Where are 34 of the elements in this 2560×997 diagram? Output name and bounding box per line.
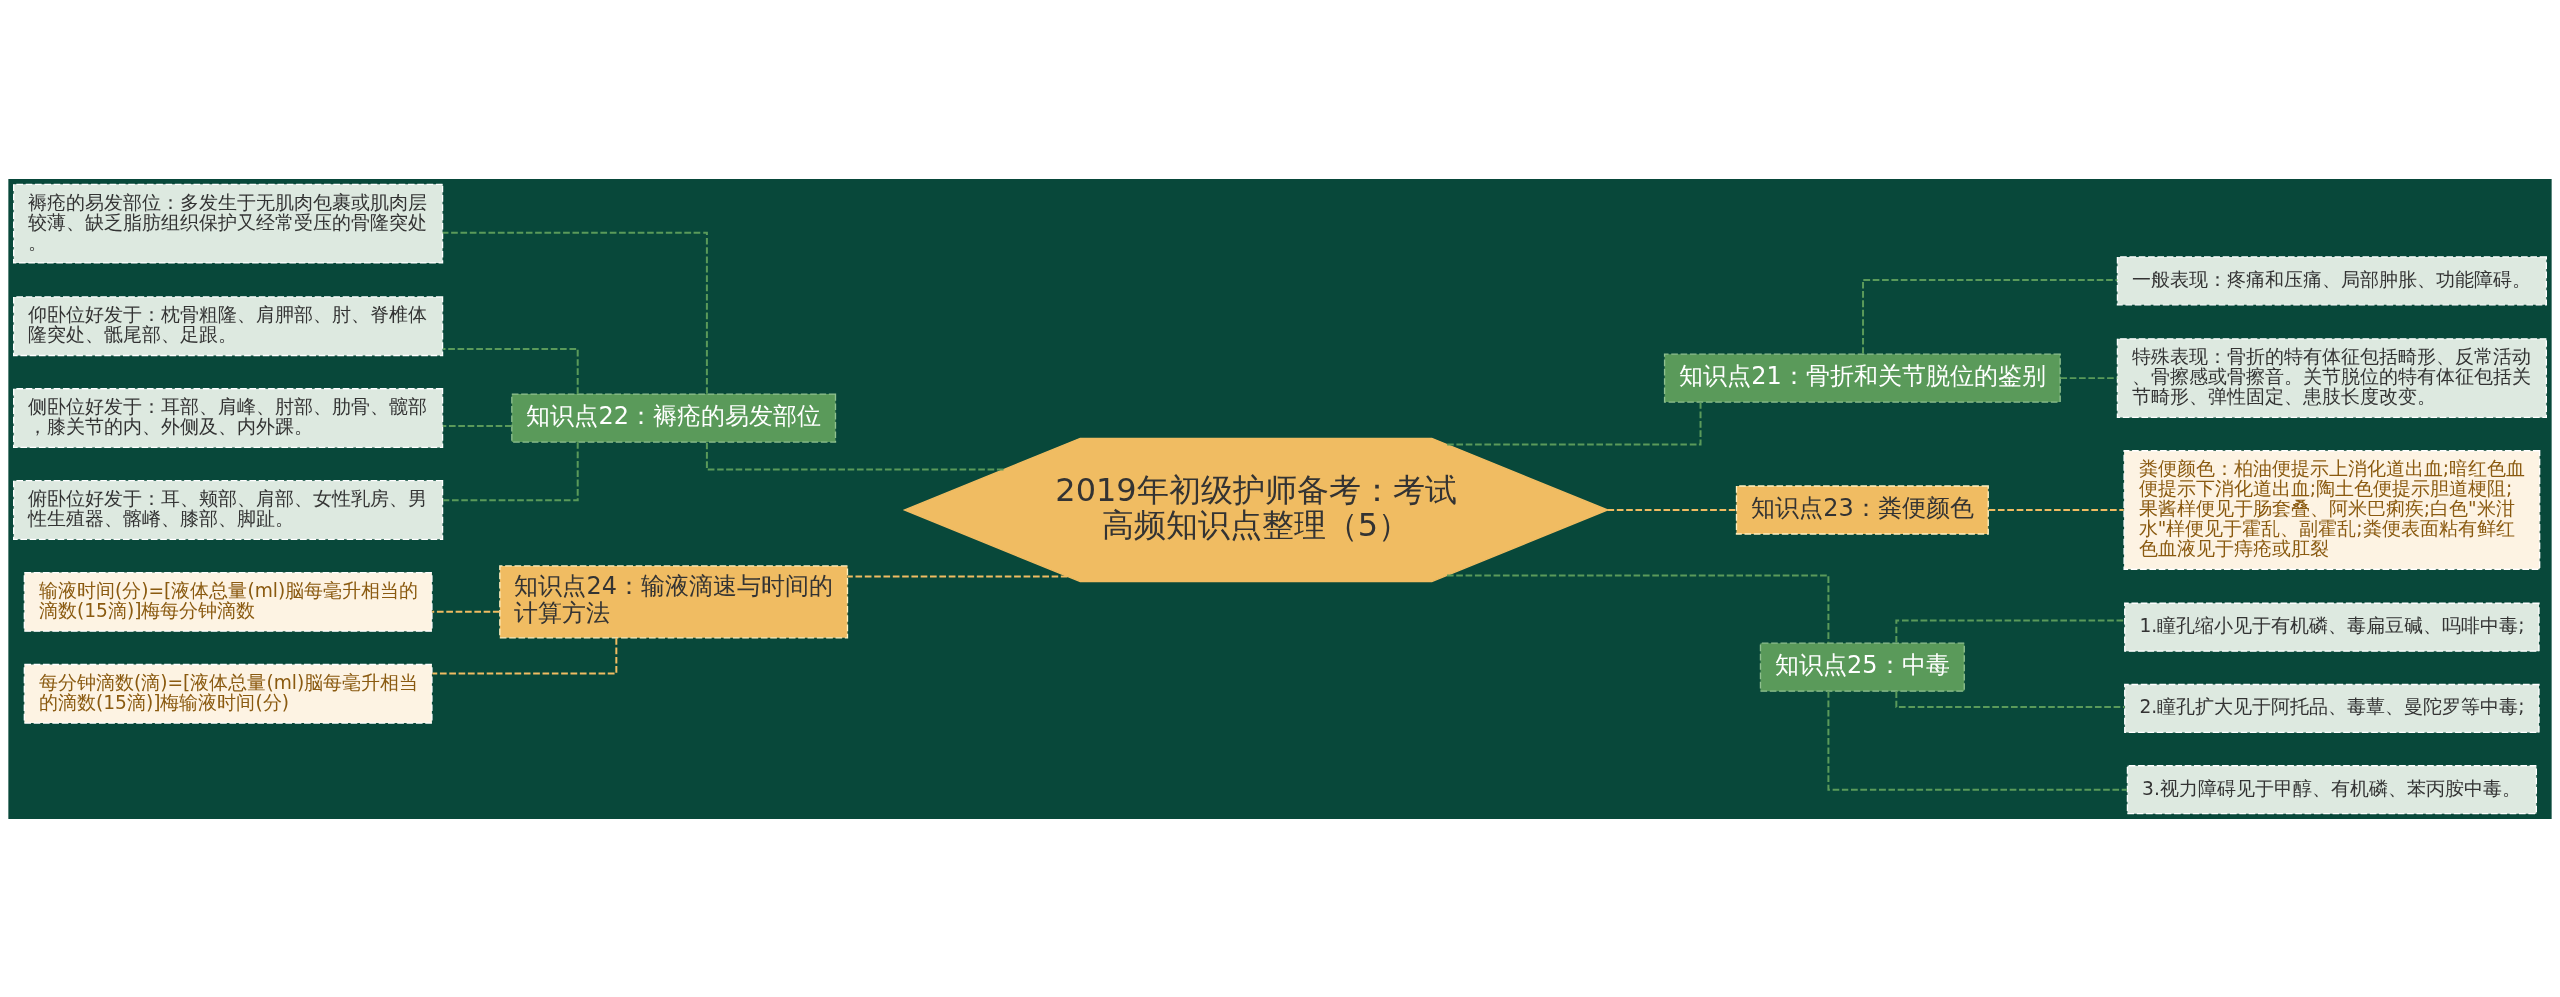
node-box: 知识点22：褥疮的易发部位	[511, 392, 837, 443]
connector	[1446, 400, 1702, 445]
connector	[1895, 619, 2126, 644]
node-box: 1.瞳孔缩小见于有机磷、毒扁豆碱、吗啡中毒;	[2124, 602, 2540, 652]
connector	[441, 231, 708, 395]
connector	[846, 575, 1069, 577]
connector	[1987, 508, 2125, 511]
connector	[1862, 278, 2119, 355]
node-box: 侧卧位好发于：耳部、肩峰、肘部、肋骨、髋部，膝关节的内、外侧及、内外踝。	[13, 387, 444, 448]
node-box: 3.视力障碍见于甲醇、有机磷、苯丙胺中毒。	[2126, 764, 2537, 814]
connector	[431, 610, 501, 613]
node-box: 一般表现：疼痛和压痛、局部肿胀、功能障碍。	[2116, 255, 2547, 306]
connector	[442, 440, 579, 501]
node-box: 2.瞳孔扩大见于阿托品、毒蕈、曼陀罗等中毒;	[2124, 683, 2540, 733]
node-box: 粪便颜色：柏油便提示上消化道出血;暗红色血便提示下消化道出血;陶土色便提示胆道梗阻;果酱样便见于肠套叠、阿米巴痢疾;白色"米泔水"样便见于霍乱、副霍乱;粪便表面粘有鲜红色血液见于痔疮或肛裂	[2123, 449, 2541, 570]
connector	[442, 347, 579, 395]
connector	[1446, 574, 1830, 644]
node-box: 知识点24：输液滴速与时间的计算方法	[499, 564, 849, 639]
node-box: 仰卧位好发于：枕骨粗隆、肩胛部、肘、脊椎体隆突处、骶尾部、足跟。	[13, 295, 444, 356]
connector	[2059, 376, 2119, 379]
node-box: 特殊表现：骨折的特有体征包括畸形、反常活动、骨擦感或骨擦音。关节脱位的特有体征包括关节畸形、弹性固定、患肢长度改变。	[2116, 337, 2547, 418]
connector	[1827, 689, 2129, 791]
connector	[1606, 508, 1737, 511]
node-box: 俯卧位好发于：耳、颊部、肩部、女性乳房、男性生殖器、髂嵴、膝部、脚趾。	[13, 479, 444, 540]
node-box: 知识点21：骨折和关节脱位的鉴别	[1663, 353, 2061, 403]
connector	[441, 424, 513, 427]
node-box: 知识点23：粪便颜色	[1735, 484, 1989, 535]
connector	[705, 441, 1005, 471]
connector	[1895, 689, 2126, 708]
node-box: 每分钟滴数(滴)=[液体总量(ml)脳每毫升相当的滴数(15滴)]梅输液时间(分)	[23, 663, 433, 724]
connector	[431, 636, 618, 674]
node-box: 褥疮的易发部位：多发生于无肌肉包裹或肌肉层较薄、缺乏脂肪组织保护又经常受压的骨隆突处。	[13, 183, 444, 264]
node-box: 知识点25：中毒	[1759, 642, 1965, 692]
node-box: 输液时间(分)=[液体总量(ml)脳每毫升相当的滴数(15滴)]梅每分钟滴数	[23, 571, 433, 632]
